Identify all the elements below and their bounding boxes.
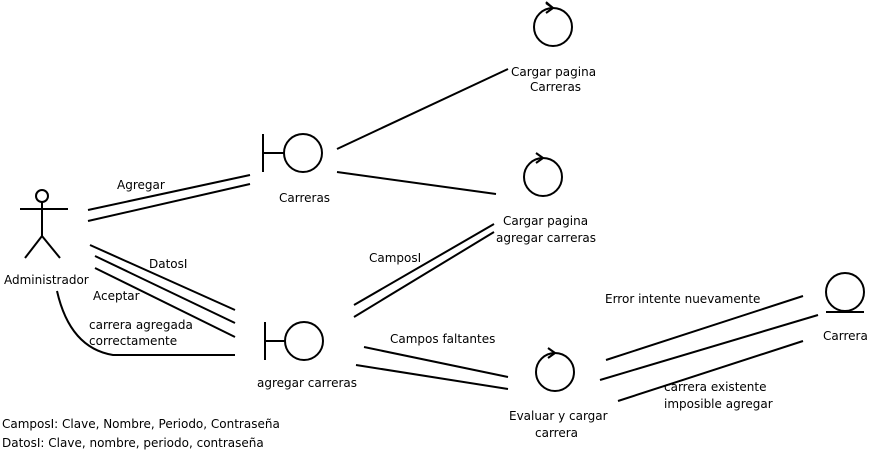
actor-label: Administrador <box>4 273 89 287</box>
control-evaluar-line2: carrera <box>535 426 578 440</box>
actor-left-leg <box>24 235 43 259</box>
control-circle <box>535 352 575 392</box>
link-actor-agregar-a <box>89 244 236 311</box>
boundary-carreras-label: Carreras <box>279 191 330 205</box>
link-evaluar-carrera-b <box>599 314 819 381</box>
boundary-carreras <box>262 133 323 173</box>
link-agregar-evaluar-b <box>355 364 509 390</box>
control-cargar2-line2: agregar carreras <box>496 231 596 245</box>
control-arrowhead <box>545 2 554 14</box>
msg-existente-line1: carrera existente <box>664 380 766 394</box>
msg-ok-line2: correctamente <box>89 334 177 348</box>
legend-campos: CamposI: Clave, Nombre, Periodo, Contras… <box>2 417 280 431</box>
link-carreras-cargar1 <box>336 68 509 150</box>
control-cargar1-line1: Cargar pagina <box>511 65 596 79</box>
boundary-circle <box>284 321 324 361</box>
entity-label: Carrera <box>823 329 868 343</box>
link-agregar-cargar2-a <box>353 223 495 306</box>
control-circle <box>523 157 563 197</box>
control-cargar1-line2: Carreras <box>530 80 581 94</box>
control-cargar-pagina-carreras <box>533 1 573 47</box>
actor-head <box>35 189 49 203</box>
boundary-circle <box>283 133 323 173</box>
boundary-agregar-carreras <box>264 321 324 361</box>
control-evaluar-line1: Evaluar y cargar <box>509 409 608 423</box>
control-cargar2-line1: Cargar pagina <box>503 214 588 228</box>
control-cargar-pagina-agregar <box>523 152 563 197</box>
entity-circle <box>825 272 865 312</box>
legend-datos: DatosI: Clave, nombre, periodo, contrase… <box>2 436 264 450</box>
link-evaluar-carrera-a <box>605 295 804 361</box>
link-agregar-cargar2-b <box>353 231 495 318</box>
control-arrowhead <box>547 347 556 359</box>
actor-administrador <box>20 189 68 259</box>
msg-agregar: Agregar <box>117 178 165 192</box>
entity-carrera <box>825 272 865 313</box>
msg-ok-line1: carrera agregada <box>89 318 193 332</box>
link-actor-agregar-b <box>94 255 236 324</box>
msg-faltantes: Campos faltantes <box>390 332 495 346</box>
msg-existente-line2: imposible agregar <box>664 397 773 411</box>
msg-aceptar: Aceptar <box>93 289 140 303</box>
control-evaluar-cargar <box>535 347 575 392</box>
link-actor-agregar-curve <box>56 290 235 356</box>
control-circle <box>533 7 573 47</box>
link-agregar-evaluar-a <box>363 346 509 378</box>
actor-right-leg <box>41 235 61 259</box>
boundary-agregar-label: agregar carreras <box>257 376 357 390</box>
control-arrowhead <box>535 152 544 164</box>
link-carreras-cargar2 <box>336 171 497 195</box>
link-evaluar-carrera-c <box>617 340 804 402</box>
msg-datos: DatosI <box>149 257 187 271</box>
link-actor-carreras-b <box>87 183 251 222</box>
msg-error: Error intente nuevamente <box>605 292 760 306</box>
link-actor-agregar-c <box>94 267 236 338</box>
msg-campos: CamposI <box>369 251 421 265</box>
link-actor-carreras-a <box>87 174 251 211</box>
